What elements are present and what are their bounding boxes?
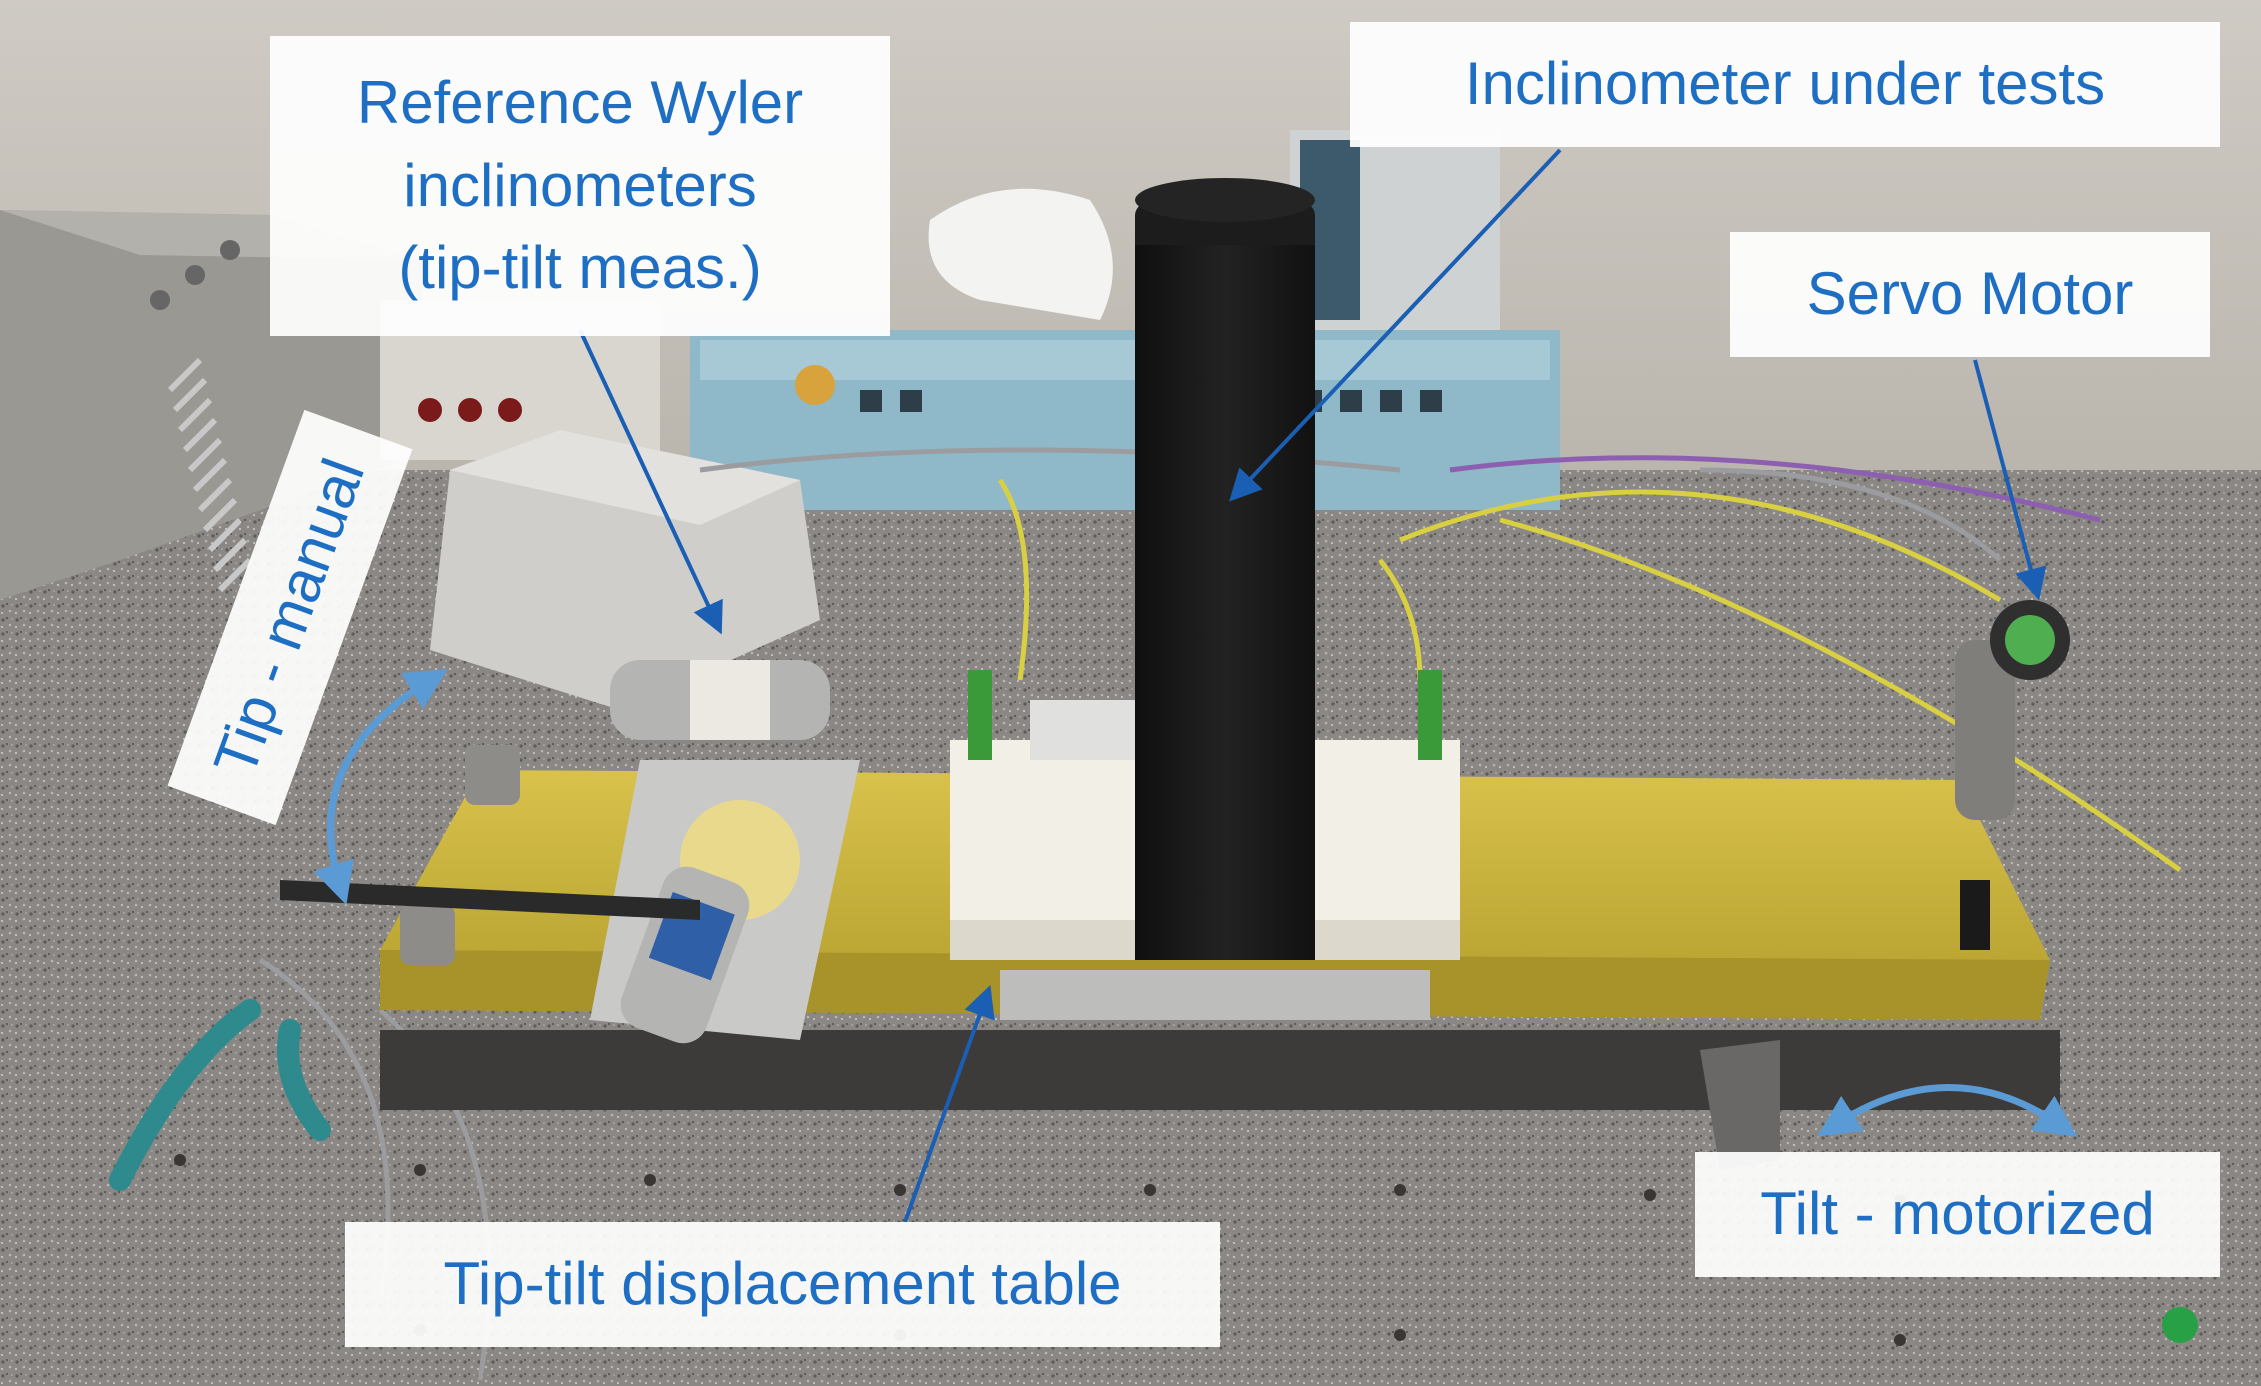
- servo-motor: [1955, 600, 2070, 950]
- fiber-connectors: [968, 670, 1442, 760]
- arrow-to-wyler: [578, 329, 723, 635]
- annotation-arrows: [578, 148, 2047, 1223]
- label-tilt-motorized: Tilt - motorized: [1695, 1152, 2220, 1277]
- base-rail: [380, 1030, 2060, 1110]
- label-reference-wyler-line-2: inclinometers: [403, 151, 757, 219]
- column-base-plate: [1000, 970, 1430, 1020]
- pliers: [109, 999, 331, 1191]
- label-tilt-motorized-text: Tilt - motorized: [1760, 1180, 2155, 1248]
- inclinometer-under-test-column: [1135, 230, 1315, 960]
- arrow-to-table: [903, 984, 995, 1223]
- label-inclinometer-under-tests: Inclinometer under tests: [1350, 22, 2220, 147]
- spring: [167, 357, 253, 593]
- label-inclinometer-under-tests-text: Inclinometer under tests: [1464, 50, 2106, 118]
- lever-handle: [1700, 1040, 1780, 1170]
- label-reference-wyler-line-3: (tip-tilt meas.): [398, 234, 762, 302]
- label-servo-motor-text: Servo Motor: [1806, 260, 2134, 328]
- white-cloth: [928, 188, 1113, 320]
- label-displacement-table-text: Tip-tilt displacement table: [443, 1250, 1122, 1318]
- label-servo-motor: Servo Motor: [1730, 232, 2210, 357]
- knobs: [400, 745, 520, 965]
- arrow-to-column: [1229, 148, 1562, 502]
- tilt-double-arrow: [1817, 1084, 2078, 1137]
- label-displacement-table: Tip-tilt displacement table: [345, 1222, 1220, 1347]
- arrow-to-servo: [1973, 359, 2047, 601]
- label-reference-wyler: Reference Wyler inclinometers (tip-tilt …: [270, 36, 890, 336]
- tip-double-arrow: [313, 668, 448, 906]
- label-reference-wyler-line-1: Reference Wyler: [356, 68, 804, 136]
- green-marker: [2162, 1307, 2198, 1343]
